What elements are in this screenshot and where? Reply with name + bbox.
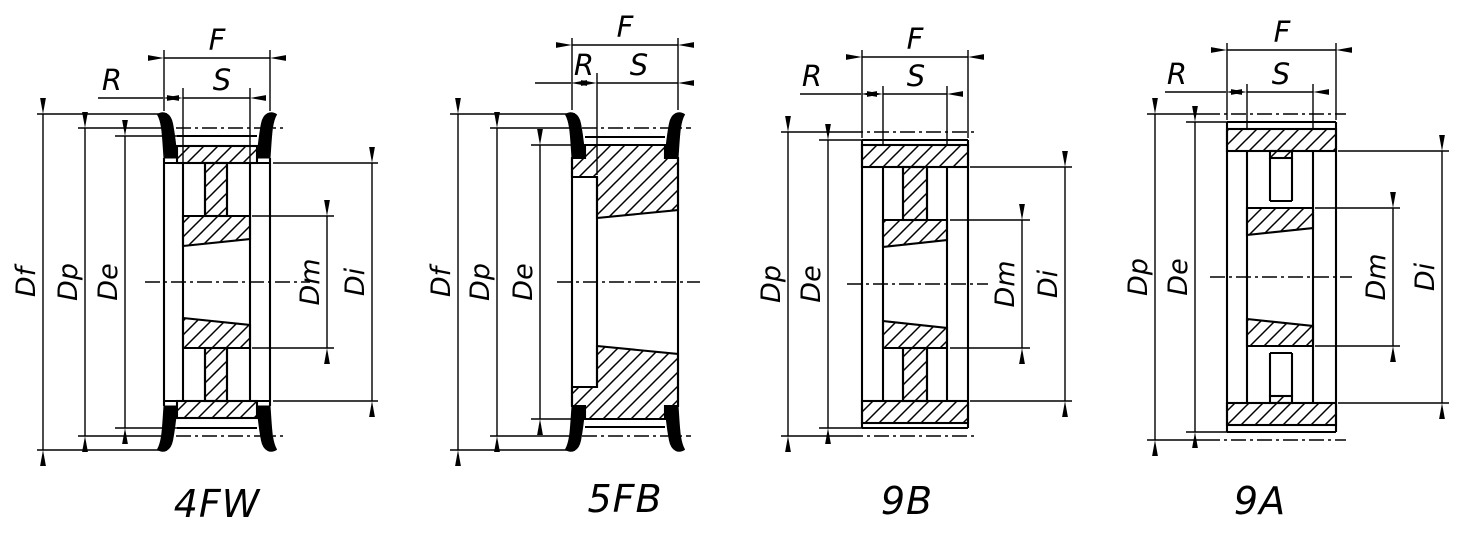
pulley-body <box>557 112 700 452</box>
dim-df-label: Df <box>11 263 42 297</box>
dim-de: De <box>508 129 586 435</box>
dim-f: F <box>1211 15 1352 120</box>
dim-r: R <box>1165 57 1242 95</box>
dim-r-label: R <box>802 59 822 93</box>
drawing-9b: F S R Dp De Dm <box>756 22 1072 523</box>
flange-bottom-left <box>564 405 586 452</box>
dim-s: S <box>867 59 963 145</box>
dim-di: Di <box>1338 135 1449 419</box>
dim-f: F <box>846 22 984 138</box>
dim-di: Di <box>273 147 378 417</box>
dim-df: Df <box>426 98 575 466</box>
caption-9b: 9B <box>881 479 933 523</box>
dim-s: S <box>581 48 694 175</box>
dim-s-label: S <box>630 48 648 82</box>
dim-dp-label: Dp <box>53 263 84 301</box>
dim-s: S <box>1231 57 1329 129</box>
dim-de-label: De <box>796 265 827 302</box>
drawing-4fw: F S R Df Dp De <box>11 23 378 526</box>
dim-f: F <box>556 10 694 110</box>
caption-9a: 9A <box>1234 479 1286 523</box>
flange-top-right <box>256 112 278 159</box>
dim-df-label: Df <box>426 263 457 297</box>
drawing-5fb: F S R Df Dp De <box>426 10 700 521</box>
dim-dp-label: Dp <box>465 263 496 301</box>
dim-de-label: De <box>508 263 539 300</box>
dim-s: S <box>167 63 266 163</box>
dim-r-label: R <box>574 48 594 82</box>
dim-s-label: S <box>213 63 231 97</box>
dim-s-label: S <box>1272 57 1290 91</box>
dim-dm: Dm <box>950 204 1030 364</box>
dim-dp-label: Dp <box>756 265 787 303</box>
pulley-body <box>145 112 310 452</box>
dim-di-label: Di <box>1033 269 1064 298</box>
dim-dm-label: Dm <box>1361 253 1392 300</box>
dim-f-label: F <box>1274 15 1292 49</box>
dim-dp: Dp <box>53 112 283 452</box>
pulley-body <box>1210 120 1352 434</box>
dim-f-label: F <box>617 10 635 44</box>
dim-dp: Dp <box>465 112 691 452</box>
dim-de: De <box>93 120 177 444</box>
dim-di: Di <box>970 151 1072 417</box>
dim-r: R <box>800 59 877 97</box>
dim-dp: Dp <box>756 116 978 452</box>
dim-f-label: F <box>209 23 227 57</box>
flange-bottom-right <box>664 405 686 452</box>
dim-dm-label: Dm <box>990 260 1021 307</box>
dim-de: De <box>1163 106 1227 448</box>
dim-r: R <box>535 48 594 86</box>
flange-top-right <box>664 112 686 159</box>
dim-de-label: De <box>93 263 124 300</box>
dim-r-label: R <box>102 63 122 97</box>
dim-dm: Dm <box>1315 192 1400 362</box>
flange-top-left <box>564 112 586 159</box>
dim-dm-label: Dm <box>295 258 326 305</box>
dim-r-label: R <box>1167 57 1187 91</box>
dim-f-label: F <box>907 22 925 56</box>
dim-s-label: S <box>907 59 925 93</box>
flange-bottom-right <box>256 405 278 452</box>
drawing-9a: F S R Dp De Dm <box>1123 15 1449 523</box>
dim-f: F <box>148 23 286 111</box>
dim-dp: Dp <box>1123 98 1346 456</box>
dim-r: R <box>98 63 179 101</box>
dim-de-label: De <box>1163 258 1194 295</box>
dim-de: De <box>796 124 862 444</box>
dim-di-label: Di <box>1410 262 1441 291</box>
pulley-body <box>847 138 988 430</box>
dim-di-label: Di <box>340 267 371 296</box>
dim-dp-label: Dp <box>1123 258 1154 296</box>
caption-4fw: 4FW <box>174 482 261 526</box>
dim-dm: Dm <box>252 200 334 364</box>
dim-df: Df <box>11 98 167 466</box>
caption-5fb: 5FB <box>587 477 662 521</box>
